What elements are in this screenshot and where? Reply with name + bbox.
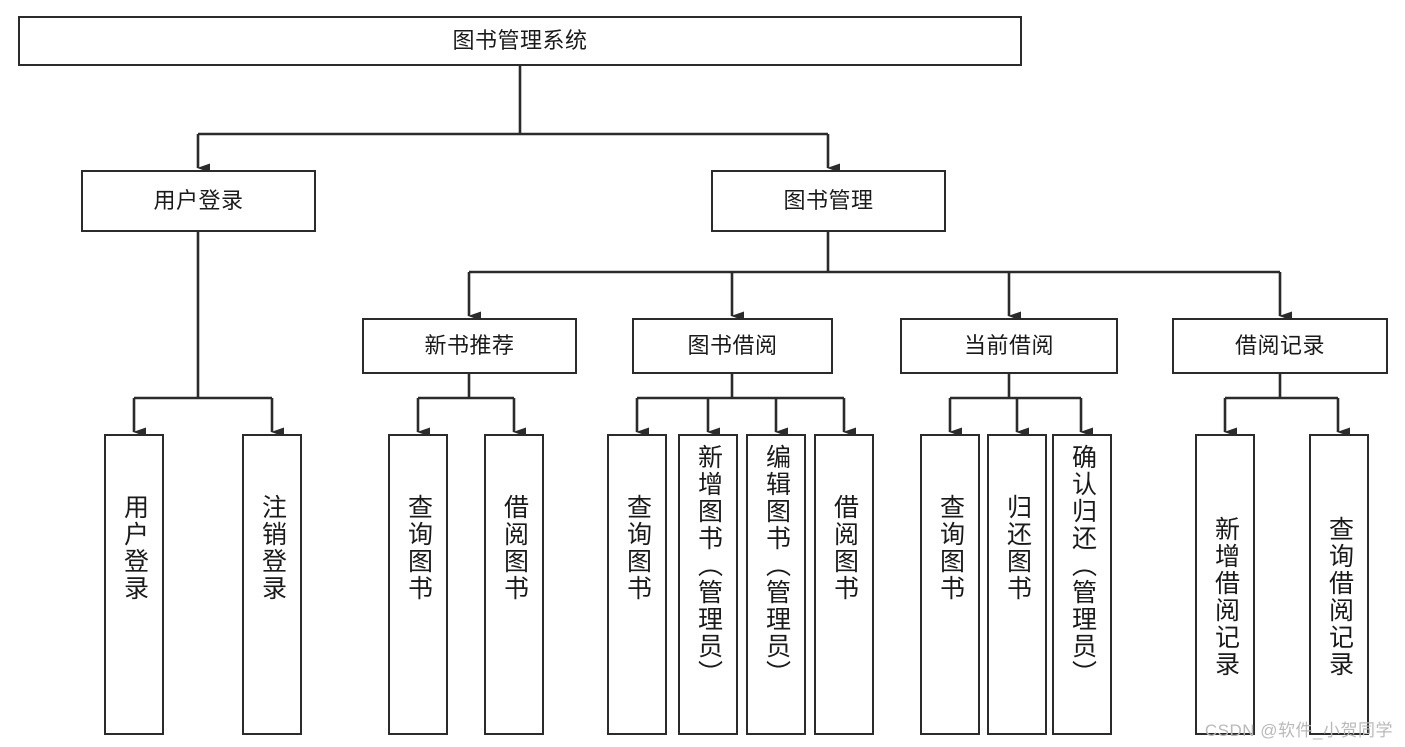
leaf-node-查询图书[interactable]: 查询图书 xyxy=(388,434,448,735)
level2-node-用户登录[interactable]: 用户登录 xyxy=(81,170,316,232)
leaf-node-确认归还管理员[interactable]: 确认归还（管理员） xyxy=(1052,434,1112,735)
node-label: 查询图书 xyxy=(404,494,433,602)
node-label: 编辑图书（管理员） xyxy=(762,444,791,687)
node-label: 借阅记录 xyxy=(1234,332,1325,358)
leaf-node-编辑图书管理员[interactable]: 编辑图书（管理员） xyxy=(746,434,806,735)
leaf-node-查询图书[interactable]: 查询图书 xyxy=(920,434,980,735)
node-label: 查询借阅记录 xyxy=(1325,516,1354,678)
root-node-图书管理系统[interactable]: 图书管理系统 xyxy=(18,16,1022,66)
level3-node-图书借阅[interactable]: 图书借阅 xyxy=(632,318,833,374)
connector-group xyxy=(132,66,1350,437)
leaf-node-新增借阅记录[interactable]: 新增借阅记录 xyxy=(1195,434,1255,735)
leaf-node-借阅图书[interactable]: 借阅图书 xyxy=(484,434,544,735)
node-label: 查询图书 xyxy=(936,494,965,602)
node-label: 新增借阅记录 xyxy=(1211,516,1240,678)
level3-node-当前借阅[interactable]: 当前借阅 xyxy=(900,318,1118,374)
node-label: 借阅图书 xyxy=(830,494,859,602)
node-label: 确认归还（管理员） xyxy=(1068,444,1097,687)
node-label: 图书借阅 xyxy=(687,332,778,358)
node-label: 归还图书 xyxy=(1003,494,1032,602)
level3-node-借阅记录[interactable]: 借阅记录 xyxy=(1172,318,1388,374)
leaf-node-查询借阅记录[interactable]: 查询借阅记录 xyxy=(1309,434,1369,735)
leaf-node-新增图书管理员[interactable]: 新增图书（管理员） xyxy=(678,434,738,735)
leaf-node-注销登录[interactable]: 注销登录 xyxy=(242,434,302,735)
level3-node-新书推荐[interactable]: 新书推荐 xyxy=(362,318,577,374)
node-label: 图书管理系统 xyxy=(452,27,588,53)
node-label: 新增图书（管理员） xyxy=(694,444,723,687)
node-label: 用户登录 xyxy=(153,187,244,213)
leaf-node-查询图书[interactable]: 查询图书 xyxy=(607,434,667,735)
node-label: 图书管理 xyxy=(783,187,874,213)
node-label: 借阅图书 xyxy=(500,494,529,602)
node-label: 用户登录 xyxy=(120,494,149,602)
node-label: 注销登录 xyxy=(258,494,287,602)
level2-node-图书管理[interactable]: 图书管理 xyxy=(711,170,946,232)
leaf-node-归还图书[interactable]: 归还图书 xyxy=(987,434,1047,735)
node-label: 当前借阅 xyxy=(963,332,1054,358)
leaf-node-用户登录[interactable]: 用户登录 xyxy=(104,434,164,735)
leaf-node-借阅图书[interactable]: 借阅图书 xyxy=(814,434,874,735)
node-label: 新书推荐 xyxy=(424,332,515,358)
node-label: 查询图书 xyxy=(623,494,652,602)
